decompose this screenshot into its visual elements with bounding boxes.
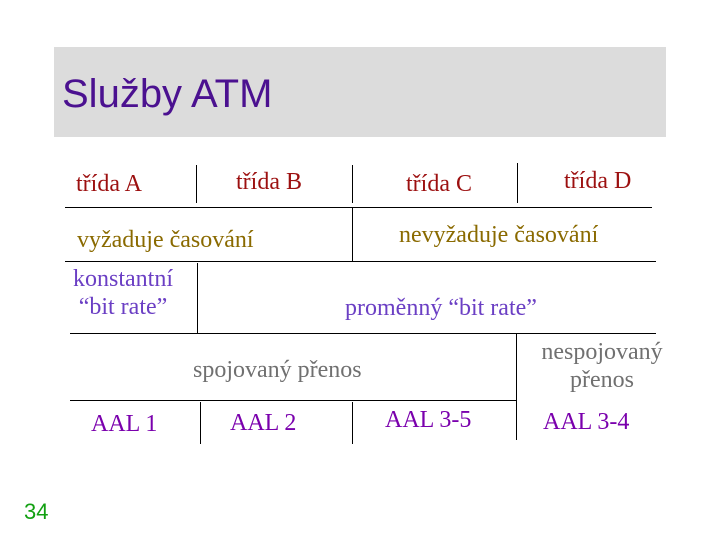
aal-3-4-label: AAL 3-4 bbox=[543, 409, 630, 435]
aal-1-label: AAL 1 bbox=[91, 411, 158, 437]
class-c-label: třída C bbox=[406, 171, 472, 197]
aal-3-5-label: AAL 3-5 bbox=[385, 407, 472, 433]
class-a-label: třída A bbox=[76, 171, 142, 197]
page-number: 34 bbox=[24, 499, 49, 524]
connection-divider bbox=[516, 334, 517, 440]
title-bar bbox=[54, 47, 666, 137]
slide-title: Služby ATM bbox=[62, 72, 273, 116]
timing-divider bbox=[352, 208, 353, 261]
row-divider-3 bbox=[70, 333, 656, 334]
class-b-label: třída B bbox=[236, 169, 302, 195]
row-divider-2 bbox=[65, 261, 656, 262]
connectionless-line1: nespojovaný bbox=[541, 339, 663, 365]
class-divider-ab bbox=[196, 165, 197, 203]
aal-divider-23 bbox=[352, 402, 353, 444]
constant-bit-rate-line2: “bit rate” bbox=[78, 294, 168, 320]
constant-bit-rate-line1: konstantní bbox=[73, 266, 173, 292]
timing-not-required-label: nevyžaduje časování bbox=[399, 222, 599, 248]
aal-divider-12 bbox=[200, 402, 201, 444]
class-divider-cd bbox=[517, 163, 518, 203]
constant-bit-rate-label: konstantní “bit rate” bbox=[60, 265, 186, 321]
connectionless-line2: přenos bbox=[570, 367, 634, 393]
aal-2-label: AAL 2 bbox=[230, 410, 297, 436]
connection-oriented-label: spojovaný přenos bbox=[193, 357, 362, 383]
row-divider-4 bbox=[70, 400, 516, 401]
timing-required-label: vyžaduje časování bbox=[77, 227, 254, 253]
connectionless-label: nespojovaný přenos bbox=[522, 338, 682, 394]
class-divider-bc bbox=[352, 165, 353, 203]
row-divider-1 bbox=[65, 207, 652, 208]
bitrate-divider bbox=[197, 263, 198, 333]
class-d-label: třída D bbox=[564, 168, 632, 194]
variable-bit-rate-label: proměnný “bit rate” bbox=[345, 295, 537, 321]
